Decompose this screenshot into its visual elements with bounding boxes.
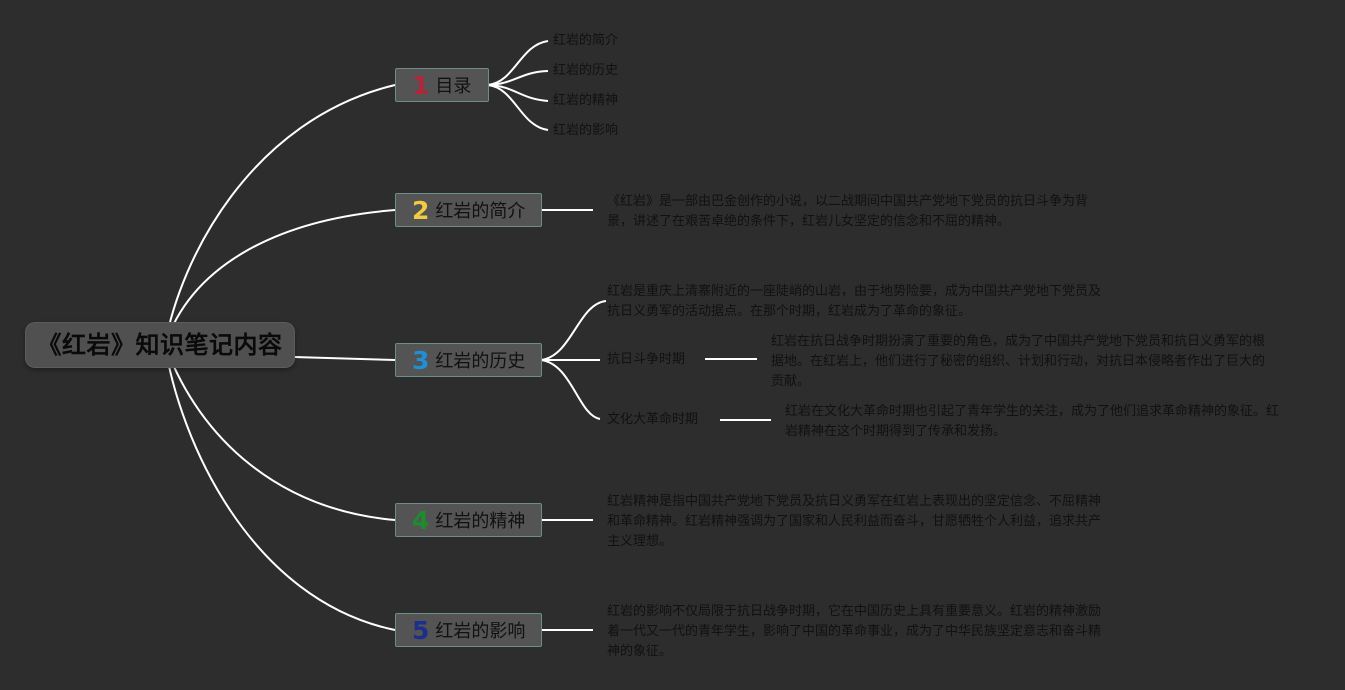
topic-label: 红岩的历史 <box>435 351 526 372</box>
connector-topic-3-sub-2 <box>540 359 601 420</box>
topic-label: 红岩的影响 <box>435 621 526 642</box>
connector-toc-4 <box>487 84 549 131</box>
subtopic-cultural-revolution-text: 红岩在文化大革命时期也引起了青年学生的关注，成为了他们追求革命精神的象征。红岩精… <box>785 404 1280 439</box>
subtopic-anti-japanese-war-text: 红岩在抗日战争时期扮演了重要的角色，成为了中国共产党地下党员和抗日义勇军的根据地… <box>771 334 1266 389</box>
root-title: 《红岩》知识笔记内容 <box>37 331 283 359</box>
topic-2-intro[interactable]: 2 红岩的简介 <box>395 193 542 227</box>
topic-3-history[interactable]: 3 红岩的历史 <box>395 343 542 377</box>
topic-5-influence[interactable]: 5 红岩的影响 <box>395 613 542 647</box>
topic-4-text: 红岩精神是指中国共产党地下党员及抗日义勇军在红岩上表现出的坚定信念、不屈精神和革… <box>607 494 1102 549</box>
topic-number-4: 4 <box>412 505 430 535</box>
connector-root-topic-1 <box>164 84 396 346</box>
toc-item-intro[interactable]: 红岩的简介 <box>553 33 619 48</box>
topic-5-text: 红岩的影响不仅局限于抗日战争时期，它在中国历史上具有重要意义。红岩的精神激励着一… <box>607 604 1102 659</box>
subtopic-cultural-revolution[interactable]: 文化大革命时期 <box>607 412 699 427</box>
connector-toc-2 <box>487 70 549 86</box>
topic-number-1: 1 <box>412 70 430 100</box>
topic-2-text: 《红岩》是一部由巴金创作的小说，以二战期间中国共产党地下党员的抗日斗争为背景，讲… <box>607 194 1089 229</box>
topic-1-toc[interactable]: 1 目录 <box>395 68 489 102</box>
topic-number-2: 2 <box>412 195 430 225</box>
toc-item-spirit[interactable]: 红岩的精神 <box>553 93 619 108</box>
topic-label: 红岩的精神 <box>435 511 526 532</box>
subtopic-anti-japanese-war[interactable]: 抗日斗争时期 <box>607 352 686 367</box>
toc-item-influence[interactable]: 红岩的影响 <box>553 123 619 138</box>
connector-toc-1 <box>487 40 549 86</box>
topic-label: 红岩的简介 <box>435 201 526 222</box>
connector-topic-3-text <box>540 300 607 361</box>
connector-root-topic-5 <box>164 344 396 631</box>
topic-number-3: 3 <box>412 345 430 375</box>
toc-item-history[interactable]: 红岩的历史 <box>553 63 619 78</box>
connector-root-topic-2 <box>164 209 396 346</box>
topic-label: 目录 <box>435 76 472 97</box>
connector-root-topic-4 <box>164 344 396 521</box>
root-topic[interactable]: 《红岩》知识笔记内容 <box>26 323 294 367</box>
topic-3-text: 红岩是重庆上清寨附近的一座陡峭的山岩，由于地势险要，成为中国共产党地下党员及抗日… <box>607 284 1102 319</box>
connector-root-topic-3 <box>293 356 396 361</box>
topic-number-5: 5 <box>412 615 430 645</box>
topic-4-spirit[interactable]: 4 红岩的精神 <box>395 503 542 537</box>
